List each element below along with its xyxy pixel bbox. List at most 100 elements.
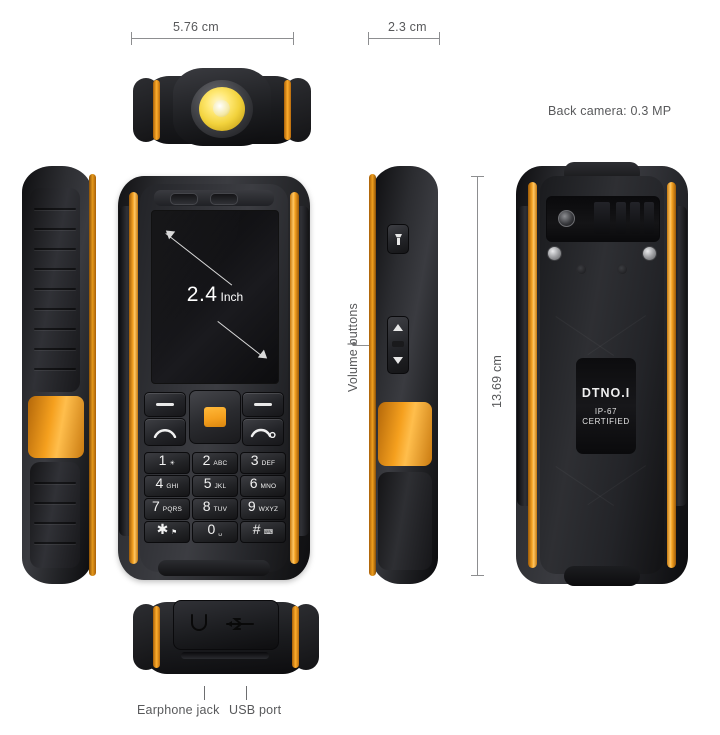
height-dimension-line — [477, 176, 478, 576]
keypad-key-0[interactable]: 0 ␣ — [192, 521, 238, 543]
bottom-view-orange-band-right — [292, 606, 299, 668]
keypad-sub: DEF — [261, 460, 276, 467]
end-call-icon — [250, 428, 276, 438]
keypad-digit: 7 — [151, 498, 160, 514]
width-dimension-line — [131, 38, 294, 39]
left-view-ridge — [34, 368, 76, 370]
left-view-ridge — [34, 308, 76, 310]
keypad-key-9[interactable]: 9 WXYZ — [240, 498, 286, 520]
phone-left-side-view — [8, 166, 104, 584]
keypad-digit: 2 — [202, 452, 211, 468]
ok-button[interactable] — [204, 407, 226, 427]
left-soft-key-icon — [156, 403, 174, 406]
front-view-orange-strip-left — [129, 192, 138, 564]
keypad-sub: MNO — [260, 483, 277, 490]
keypad-key-4[interactable]: 4 GHI — [144, 475, 190, 497]
usb-port-icon — [226, 618, 254, 630]
left-view-ridge — [34, 328, 76, 330]
volume-rocker[interactable] — [387, 316, 409, 374]
left-view-ridge — [34, 268, 76, 270]
volume-buttons-pointer-dot — [352, 342, 356, 346]
back-vent — [630, 202, 640, 234]
left-view-grip-pad-upper — [30, 188, 80, 392]
right-soft-key-icon — [254, 403, 272, 406]
call-button[interactable] — [144, 418, 186, 446]
depth-dimension-cap-right — [439, 32, 440, 45]
keypad-key-6[interactable]: 6 MNO — [240, 475, 286, 497]
keypad-sub: PQRS — [162, 506, 183, 513]
screen-diagonal-line-lower — [217, 321, 263, 357]
screen-size-unit: Inch — [220, 290, 244, 304]
volume-buttons-pointer — [355, 345, 375, 346]
right-soft-key[interactable] — [242, 392, 284, 417]
flashlight-button[interactable] — [387, 224, 409, 254]
keypad-key-2[interactable]: 2 ABC — [192, 452, 238, 474]
volume-down-icon — [393, 357, 403, 364]
volume-up-icon — [393, 324, 403, 331]
port-cover-flap[interactable] — [173, 600, 279, 650]
brand-name: DTNO.I — [581, 385, 631, 400]
left-view-ridge — [34, 348, 76, 350]
left-view-ridge — [34, 522, 76, 524]
keypad-sub: ␣ — [218, 529, 223, 536]
back-screw-right — [642, 246, 657, 261]
keypad-digit: 4 — [155, 475, 164, 491]
height-dimension-cap-top — [471, 176, 484, 177]
keypad-sub: ABC — [213, 460, 228, 467]
keypad-sub: ⚑ — [171, 529, 178, 536]
back-view-bottom-cap — [564, 566, 640, 586]
keypad-sub: GHI — [166, 483, 179, 490]
screen-size-number: 2.4 — [186, 283, 218, 306]
keypad-sub: ☀ — [169, 460, 176, 467]
earphone-jack-pointer — [204, 686, 205, 700]
navigation-pad[interactable] — [189, 390, 241, 444]
left-view-ridge — [34, 248, 76, 250]
keypad-sub: TUV — [213, 506, 228, 513]
volume-buttons-label: Volume buttons — [346, 303, 360, 392]
left-view-ridge — [34, 502, 76, 504]
keypad-digit: 0 — [207, 521, 216, 537]
keypad-digit: 1 — [158, 452, 167, 468]
back-view-orange-strip-left — [528, 182, 537, 568]
height-dimension-label: 13.69 cm — [490, 354, 504, 408]
certification-line-2: CERTIFIED — [582, 416, 630, 426]
back-camera-label: Back camera: 0.3 MP — [548, 104, 672, 118]
earphone-jack-icon — [191, 614, 207, 631]
earphone-jack-label: Earphone jack — [137, 703, 220, 717]
keypad-key-hash[interactable]: # ⌨ — [240, 521, 286, 543]
flashlight-reflector — [213, 100, 230, 117]
keypad-area: 1 ☀ 2 ABC 3 DEF 4 GHI 5 JKL 6 MNO 7 PQRS… — [144, 390, 286, 560]
keypad-sub: JKL — [214, 483, 227, 490]
keypad-key-star[interactable]: ✱ ⚑ — [144, 521, 190, 543]
keypad-key-1[interactable]: 1 ☀ — [144, 452, 190, 474]
bottom-view-seam — [181, 652, 269, 659]
speaker-grille-right — [210, 193, 238, 205]
left-view-ridge — [34, 482, 76, 484]
usb-port-pointer — [246, 686, 247, 700]
speaker-grille-left — [170, 193, 198, 205]
screen-diagonal-arrow-lower — [257, 349, 271, 363]
end-call-button[interactable] — [242, 418, 284, 446]
depth-dimension-line — [368, 38, 440, 39]
keypad-key-7[interactable]: 7 PQRS — [144, 498, 190, 520]
usb-port-label: USB port — [229, 703, 282, 717]
left-view-grip-pad-lower — [30, 462, 80, 568]
phone-back-view: DTNO.I IP-67 CERTIFIED — [516, 162, 688, 586]
keypad-key-8[interactable]: 8 TUV — [192, 498, 238, 520]
left-view-ridge — [34, 208, 76, 210]
back-vent — [594, 202, 610, 234]
front-view-orange-strip-right — [290, 192, 299, 564]
keypad-key-5[interactable]: 5 JKL — [192, 475, 238, 497]
phone-right-side-view — [362, 166, 454, 584]
keypad-digit: ✱ — [156, 521, 169, 537]
right-view-lower-pad — [378, 472, 432, 570]
depth-dimension-cap-left — [368, 32, 369, 45]
left-view-orange-block — [28, 396, 84, 458]
width-dimension-cap-right — [293, 32, 294, 45]
keypad-digit: 3 — [250, 452, 259, 468]
keypad-key-3[interactable]: 3 DEF — [240, 452, 286, 474]
left-soft-key[interactable] — [144, 392, 186, 417]
width-dimension-label: 5.76 cm — [173, 20, 219, 34]
